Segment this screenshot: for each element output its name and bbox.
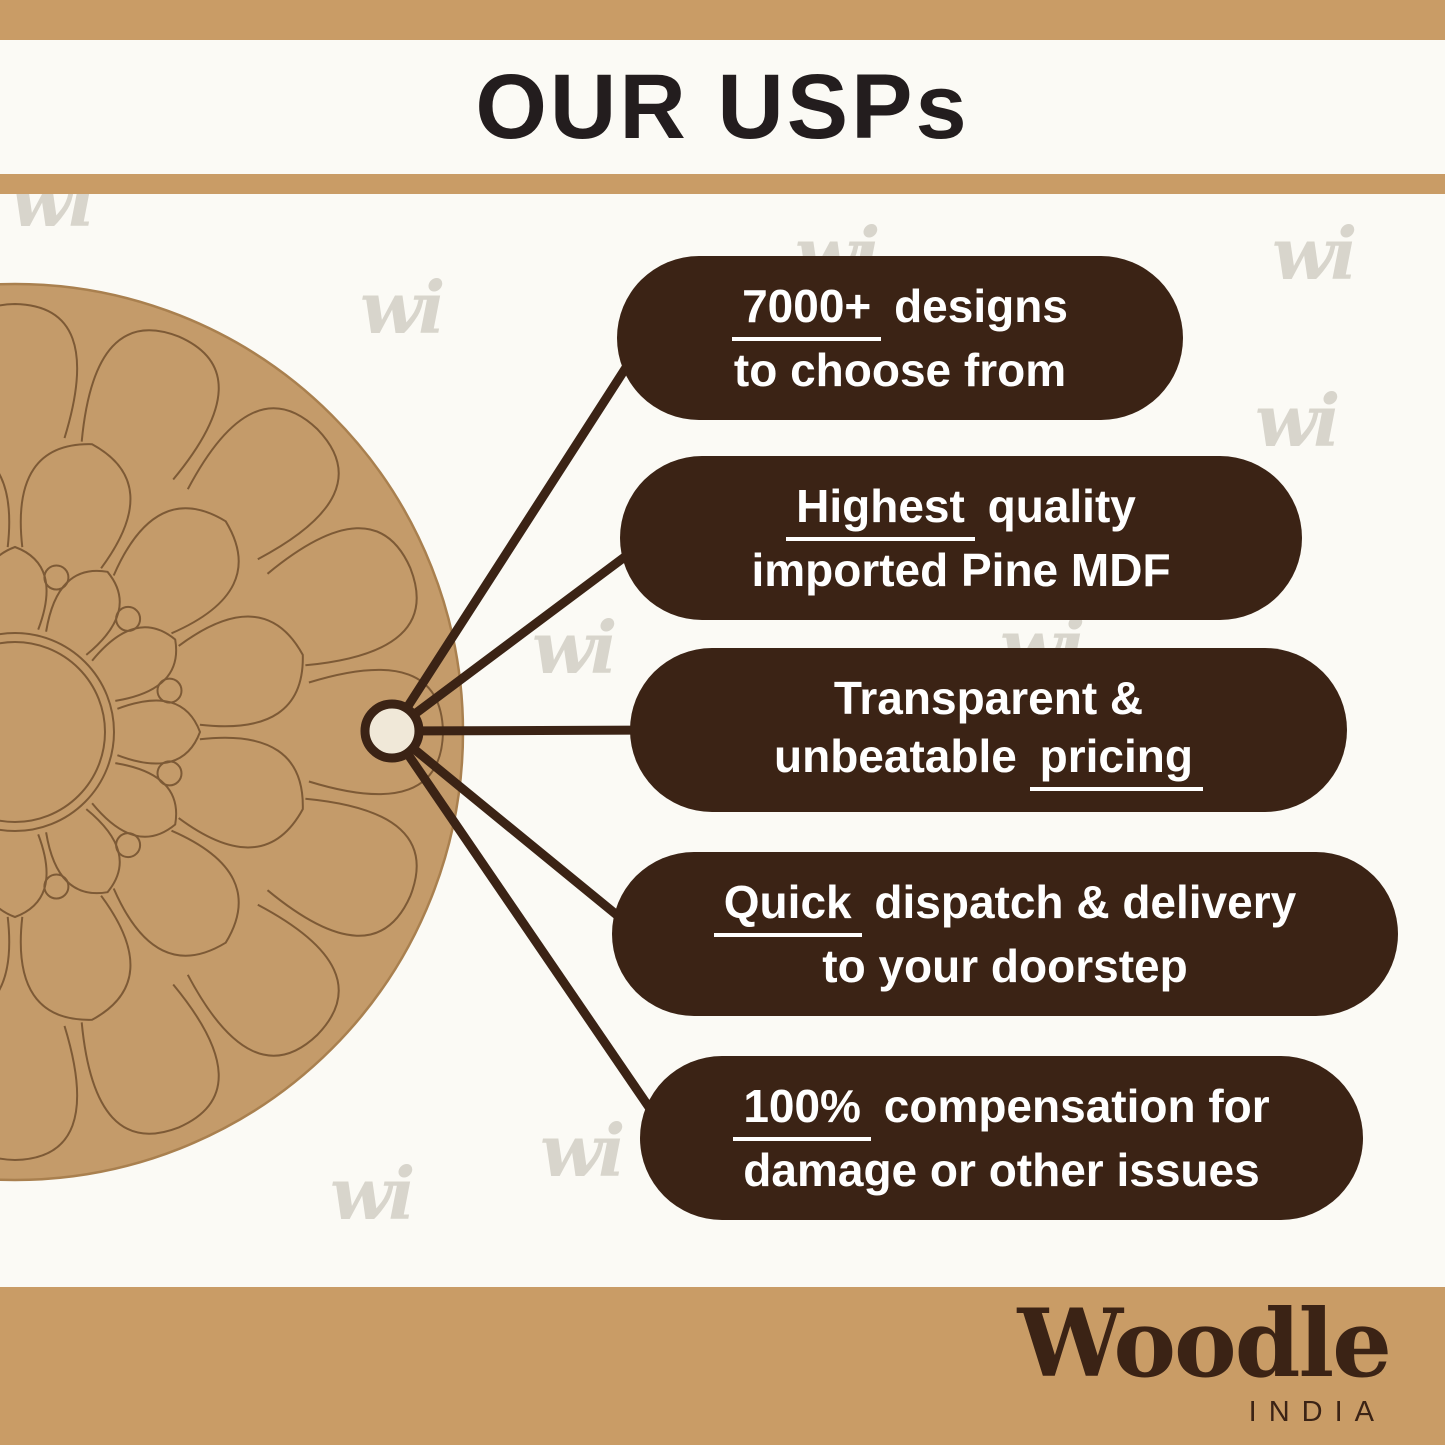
usp-text-line: unbeatable pricing xyxy=(774,727,1203,792)
usp-pill-quality: Highest quality imported Pine MDF xyxy=(620,456,1302,620)
top-accent-strip xyxy=(0,0,1445,40)
brand-logo: Woodle INDIA xyxy=(1017,1289,1392,1429)
usp-text-line: to your doorstep xyxy=(822,940,1188,992)
usp-pill-pricing: Transparent & unbeatable pricing xyxy=(630,648,1347,812)
usp-text-line: damage or other issues xyxy=(743,1144,1260,1196)
footer-band: Woodle INDIA xyxy=(0,1287,1445,1445)
usp-pill-dispatch: Quick dispatch & delivery to your doorst… xyxy=(612,852,1398,1016)
connector-line xyxy=(389,727,643,938)
usp-text-line: Transparent & xyxy=(833,671,1144,724)
mandala-inner-circle xyxy=(0,632,115,832)
mdf-circle xyxy=(0,282,465,1182)
usp-text-line: imported Pine MDF xyxy=(751,544,1171,596)
usp-pill-compensation: 100% compensation for damage or other is… xyxy=(640,1056,1363,1220)
brand-watermark: wi xyxy=(1272,211,1357,296)
connector-line xyxy=(391,725,661,736)
mandala-inner-circle xyxy=(0,641,106,823)
usp-text-line: Highest quality xyxy=(786,477,1136,541)
brand-watermark: wi xyxy=(1255,378,1340,463)
mid-accent-strip xyxy=(0,174,1445,194)
title-band: OUR USPs xyxy=(0,40,1445,174)
usp-text-line: Quick dispatch & delivery xyxy=(713,873,1296,937)
brand-watermark: wi xyxy=(330,1151,415,1236)
mandala-engraving xyxy=(0,302,445,1162)
usp-text-line: 100% compensation for xyxy=(733,1077,1270,1141)
brand-watermark: wi xyxy=(532,605,617,690)
brand-country: INDIA xyxy=(1248,1395,1386,1428)
brand-watermark: wi xyxy=(540,1108,625,1193)
usp-pill-designs: 7000+ designs to choose from xyxy=(617,256,1183,420)
brand-name: Woodle xyxy=(1017,1289,1392,1399)
usp-text-line: to choose from xyxy=(733,344,1067,396)
hub-node xyxy=(360,699,424,763)
page-title: OUR USPs xyxy=(475,55,970,158)
brand-watermark: wi xyxy=(360,265,445,350)
usp-text-line: 7000+ designs xyxy=(732,277,1068,341)
